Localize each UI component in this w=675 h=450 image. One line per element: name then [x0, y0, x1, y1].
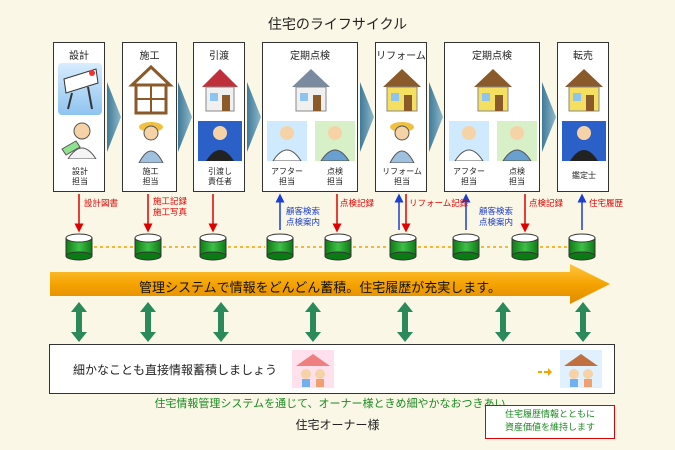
manager-person-icon — [198, 121, 242, 161]
inspector-person-icon — [315, 121, 355, 161]
owner-box-text: 細かなことも直接情報蓄積しましょう — [73, 363, 278, 377]
database-icon — [324, 233, 352, 261]
after-service-person-icon — [449, 121, 489, 161]
database-icon — [452, 233, 480, 261]
family-house-icon — [560, 350, 602, 388]
role-handover: 引渡し 責任者 — [208, 167, 232, 186]
database-icon — [134, 233, 162, 261]
flow-chevron-icon — [360, 82, 374, 152]
note-inspection-record-2: 点検記録 — [529, 199, 564, 209]
inspector-person-icon — [497, 121, 537, 161]
stage-label: 引渡 — [209, 51, 229, 62]
stage-design: 設計 設計 担当 — [53, 42, 105, 192]
note-customer-search-1: 顧客検索 点検案内 — [286, 207, 321, 228]
role-appraiser: 鑑定士 — [572, 171, 596, 180]
note-customer-search-2: 顧客検索 点検案内 — [479, 207, 514, 228]
house-icon — [565, 69, 603, 112]
data-flow-arrows — [74, 193, 587, 233]
stage-reform: リフォーム リフォーム 担当 — [375, 42, 427, 192]
dashed-arrow-icon — [538, 368, 552, 376]
builder-person-icon — [138, 122, 164, 163]
database-row — [65, 233, 596, 261]
after-service-person-icon — [267, 121, 307, 161]
stage-label: 設計 — [69, 51, 89, 62]
asset-value-note: 住宅履歴情報とともに 資産価値を維持します — [485, 405, 615, 439]
database-icon — [568, 233, 596, 261]
house-icon — [474, 69, 512, 112]
stage-label: 転売 — [573, 51, 593, 62]
main-bar-text: 管理システムで情報をどんどん蓄積。住宅履歴が充実します。 — [139, 281, 501, 296]
designer-person-icon — [61, 122, 97, 159]
communication-text: 住宅情報管理システムを通じて、オーナー様ときめ細やかなおつきあい — [154, 397, 506, 410]
house-frame-icon — [128, 64, 174, 115]
flow-chevron-icon — [247, 82, 261, 152]
note-design-docs: 設計図書 — [84, 199, 119, 209]
role-reform: リフォーム 担当 — [382, 167, 422, 186]
role-designer: 設計 担当 — [72, 167, 88, 186]
note-inspection-record-1: 点検記録 — [340, 199, 375, 209]
note-housing-history: 住宅履歴 — [589, 199, 624, 209]
family-house-icon — [292, 350, 334, 388]
stage-label: リフォーム — [376, 51, 426, 62]
owner-name: 住宅オーナー様 — [295, 418, 380, 432]
database-icon — [199, 233, 227, 261]
note-reform-record: リフォーム記録 — [409, 199, 469, 209]
flow-chevron-icon — [107, 82, 121, 152]
stage-inspection-2: 定期点検 アフター 担当 点検 担当 — [444, 42, 540, 192]
main-progress-arrow — [50, 264, 610, 304]
stage-resale: 転売 鑑定士 — [557, 42, 609, 192]
stage-construction: 施工 施工 担当 — [122, 42, 177, 192]
database-icon — [266, 233, 294, 261]
stage-label: 定期点検 — [472, 51, 512, 62]
flow-chevron-icon — [178, 82, 192, 152]
sync-arrows — [71, 302, 591, 342]
house-icon — [292, 69, 330, 112]
role-after: アフター 担当 — [271, 167, 303, 186]
note-construction: 施工記録 施工写真 — [153, 197, 188, 218]
database-icon — [389, 233, 417, 261]
flow-chevron-icon — [542, 82, 556, 152]
reform-person-icon — [389, 122, 415, 163]
role-after: アフター 担当 — [453, 167, 485, 186]
house-icon — [202, 69, 238, 112]
stage-label: 定期点検 — [290, 51, 330, 62]
database-icon — [65, 233, 93, 261]
flow-chevron-icon — [429, 82, 443, 152]
database-icon — [511, 233, 539, 261]
role-inspector: 点検 担当 — [509, 167, 525, 186]
house-icon — [383, 69, 421, 112]
stage-label: 施工 — [139, 51, 160, 62]
double-arrow-icon — [71, 302, 591, 342]
page-title: 住宅のライフサイクル — [267, 17, 408, 33]
role-inspector: 点検 担当 — [327, 167, 343, 186]
stage-handover: 引渡 引渡し 責任者 — [193, 42, 245, 192]
drafting-table-icon — [58, 63, 102, 115]
role-builder: 施工 担当 — [142, 167, 159, 186]
stage-inspection-1: 定期点検 アフター 担当 点検 担当 — [262, 42, 358, 192]
appraiser-person-icon — [562, 121, 606, 161]
